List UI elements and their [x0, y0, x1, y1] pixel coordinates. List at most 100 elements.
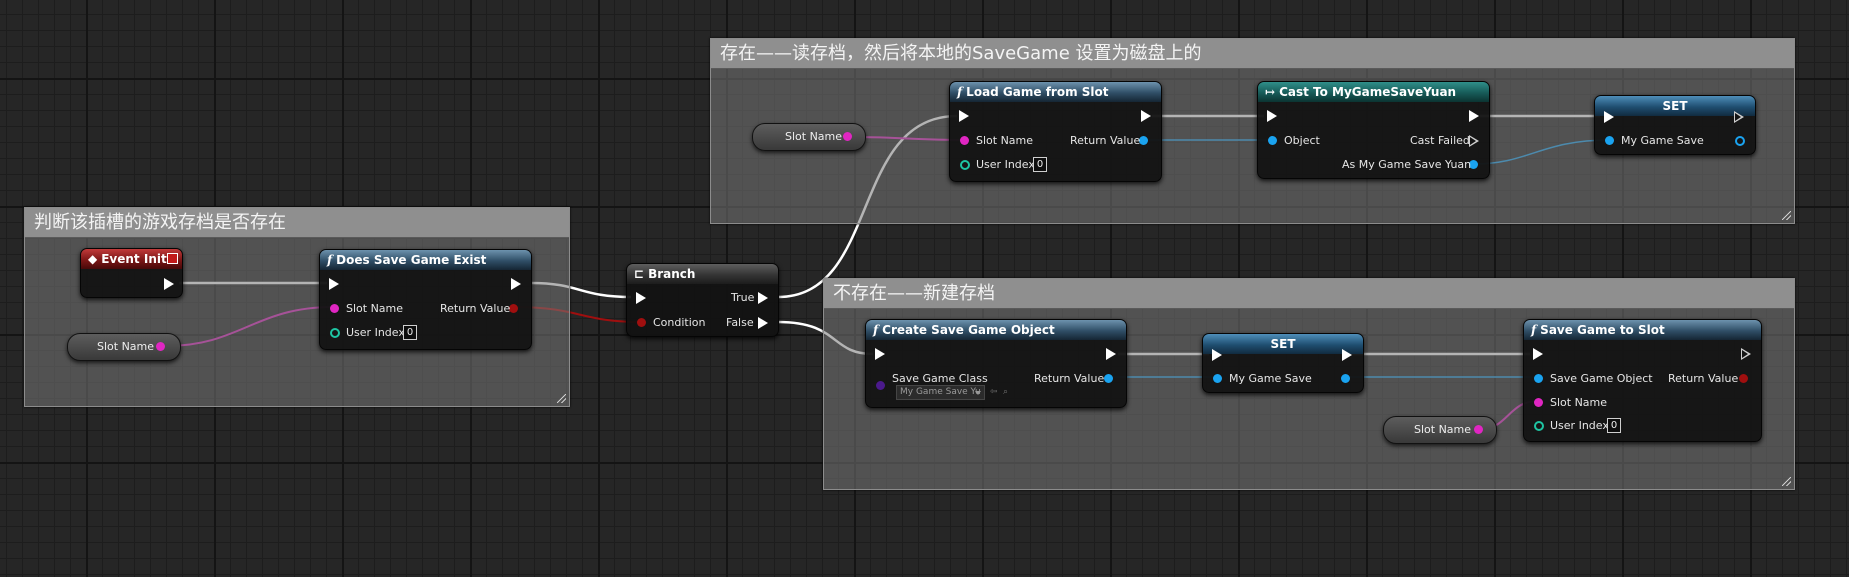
slot-name-getter-2[interactable]: Slot Name — [752, 123, 866, 151]
return-value-label: Return Value — [1070, 134, 1141, 147]
node-title: Does Save Game Exist — [336, 253, 487, 267]
node-title: Save Game to Slot — [1540, 323, 1665, 337]
node-branch[interactable]: ⊏Branch True Condition False — [626, 263, 779, 337]
user-index-input-pin[interactable] — [1534, 421, 1544, 431]
object-input-pin[interactable] — [1268, 136, 1277, 145]
variable-label: Slot Name — [97, 340, 155, 353]
slot-name-output-pin[interactable] — [156, 342, 165, 351]
as-my-game-save-yuan-output-pin[interactable] — [1469, 160, 1478, 169]
node-title: Create Save Game Object — [882, 323, 1055, 337]
cast-failed-label: Cast Failed — [1410, 134, 1470, 147]
slot-name-label: Slot Name — [976, 134, 1034, 147]
cast-icon: ↦ — [1265, 85, 1276, 99]
browse-arrow-icon[interactable]: ⇦ — [990, 387, 998, 397]
chevron-down-icon — [975, 391, 981, 395]
node-set-my-game-save-load[interactable]: SET My Game Save — [1594, 95, 1756, 155]
return-value-output-pin[interactable] — [1104, 374, 1113, 383]
condition-label: Condition — [653, 316, 706, 329]
node-set-my-game-save-create[interactable]: SET My Game Save — [1202, 333, 1364, 393]
false-exec-out-pin[interactable] — [758, 317, 768, 329]
function-icon: f — [957, 85, 963, 99]
exec-in-pin[interactable] — [875, 348, 885, 360]
my-game-save-label: My Game Save — [1229, 372, 1312, 385]
variable-label: Slot Name — [1414, 423, 1472, 436]
user-index-field[interactable]: 0 — [403, 325, 417, 340]
function-icon: f — [873, 323, 879, 337]
exec-in-pin[interactable] — [1533, 348, 1543, 360]
comment-load-title: 存在——读存档，然后将本地的SaveGame 设置为磁盘上的 — [711, 39, 1794, 69]
exec-out-pin[interactable] — [1141, 110, 1151, 122]
exec-out-pin[interactable] — [1106, 348, 1116, 360]
user-index-input-pin[interactable] — [330, 328, 340, 338]
function-icon: f — [1531, 323, 1537, 337]
exec-out-pin[interactable] — [1734, 111, 1744, 123]
my-game-save-output-pin[interactable] — [1341, 374, 1350, 383]
exec-out-pin[interactable] — [1469, 110, 1479, 122]
user-index-field[interactable]: 0 — [1033, 157, 1047, 172]
exec-in-pin[interactable] — [1267, 110, 1277, 122]
my-game-save-input-pin[interactable] — [1213, 374, 1222, 383]
return-value-output-pin[interactable] — [509, 304, 518, 313]
search-icon[interactable]: ⌕ — [1003, 387, 1009, 397]
variable-label: Slot Name — [785, 130, 843, 143]
true-exec-out-pin[interactable] — [758, 292, 768, 304]
function-icon: f — [327, 253, 333, 267]
node-title: Cast To MyGameSaveYuan — [1279, 85, 1457, 99]
resize-grip-icon[interactable] — [557, 394, 566, 403]
as-my-game-save-yuan-label: As My Game Save Yuan — [1342, 158, 1472, 171]
resize-grip-icon[interactable] — [1782, 211, 1791, 220]
my-game-save-input-pin[interactable] — [1605, 136, 1614, 145]
comment-load-existing[interactable]: 存在——读存档，然后将本地的SaveGame 设置为磁盘上的 — [710, 38, 1795, 224]
exec-out-pin[interactable] — [1342, 349, 1352, 361]
node-title: Load Game from Slot — [966, 85, 1109, 99]
save-game-object-label: Save Game Object — [1550, 372, 1653, 385]
exec-out-pin[interactable] — [164, 278, 174, 290]
exec-in-pin[interactable] — [959, 110, 969, 122]
slot-name-getter-3[interactable]: Slot Name — [1383, 416, 1497, 444]
user-index-field[interactable]: 0 — [1607, 418, 1621, 433]
slot-name-getter-1[interactable]: Slot Name — [67, 333, 181, 361]
node-event-init[interactable]: ◆Event Init — [80, 248, 183, 298]
comment-check-title: 判断该插槽的游戏存档是否存在 — [25, 208, 569, 238]
event-delegate-icon[interactable] — [167, 253, 178, 264]
class-value: My Game Save Yu — [900, 387, 981, 397]
event-diamond-icon: ◆ — [88, 252, 98, 266]
user-index-label: User Index — [1550, 419, 1609, 432]
save-game-class-dropdown[interactable]: My Game Save Yu — [896, 385, 985, 400]
exec-out-pin[interactable] — [511, 278, 521, 290]
return-value-output-pin[interactable] — [1139, 136, 1148, 145]
save-game-object-input-pin[interactable] — [1534, 374, 1543, 383]
slot-name-input-pin[interactable] — [1534, 398, 1543, 407]
user-index-label: User Index — [346, 326, 405, 339]
comment-create-title: 不存在——新建存档 — [824, 279, 1794, 309]
save-game-class-input-pin[interactable] — [876, 381, 885, 390]
save-game-class-label: Save Game Class — [892, 372, 988, 385]
return-value-label: Return Value — [1034, 372, 1105, 385]
user-index-input-pin[interactable] — [960, 160, 970, 170]
exec-in-pin[interactable] — [1212, 349, 1222, 361]
exec-out-pin[interactable] — [1741, 348, 1751, 360]
exec-in-pin[interactable] — [1604, 111, 1614, 123]
slot-name-label: Slot Name — [346, 302, 404, 315]
cast-failed-exec-out-pin[interactable] — [1469, 135, 1479, 147]
return-value-label: Return Value — [1668, 372, 1739, 385]
return-value-output-pin[interactable] — [1739, 374, 1748, 383]
exec-in-pin[interactable] — [329, 278, 339, 290]
slot-name-output-pin[interactable] — [1474, 425, 1483, 434]
my-game-save-output-pin[interactable] — [1735, 136, 1745, 146]
slot-name-input-pin[interactable] — [330, 304, 339, 313]
node-cast-to-mygamesaveyuan[interactable]: ↦Cast To MyGameSaveYuan Object Cast Fail… — [1257, 81, 1490, 179]
branch-icon: ⊏ — [634, 267, 645, 281]
user-index-label: User Index — [976, 158, 1035, 171]
return-value-label: Return Value — [440, 302, 511, 315]
object-label: Object — [1284, 134, 1320, 147]
resize-grip-icon[interactable] — [1782, 477, 1791, 486]
exec-in-pin[interactable] — [636, 292, 646, 304]
slot-name-output-pin[interactable] — [843, 132, 852, 141]
condition-input-pin[interactable] — [637, 318, 646, 327]
slot-name-input-pin[interactable] — [960, 136, 969, 145]
